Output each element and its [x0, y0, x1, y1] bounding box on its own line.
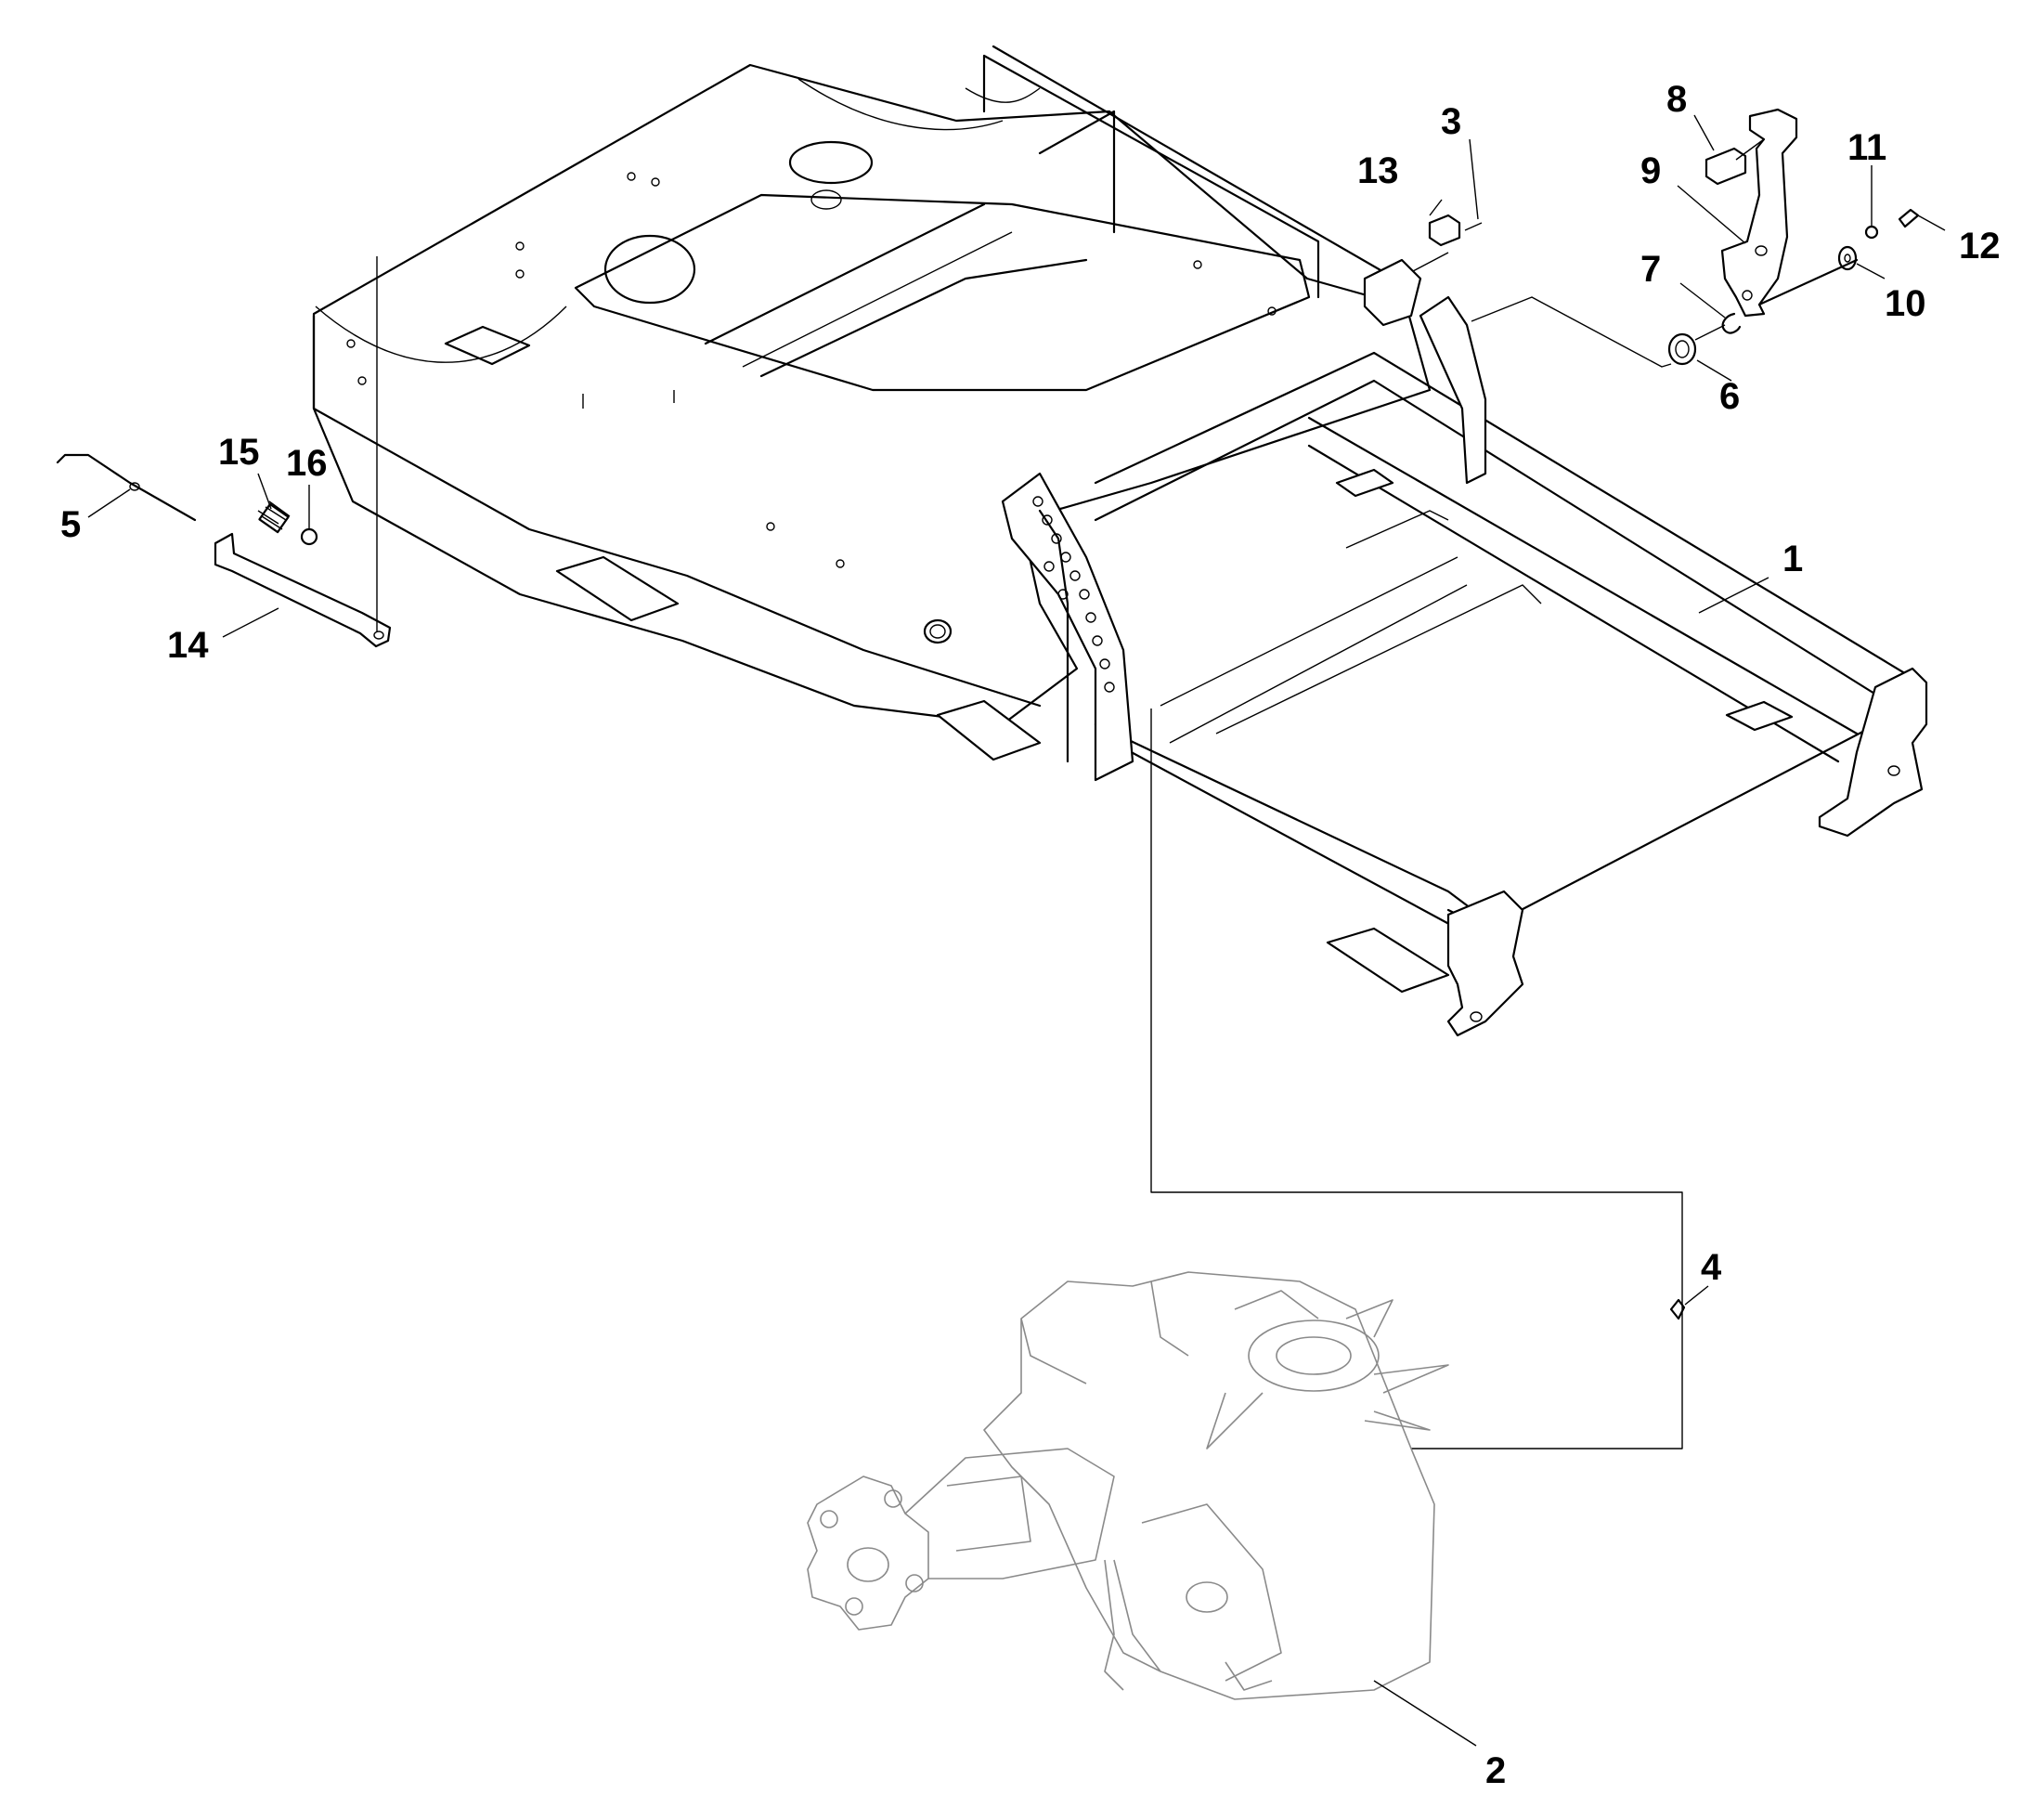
brake-pedal-arm	[1720, 108, 1798, 318]
callout-10-leader	[1856, 263, 1886, 280]
part-11	[1864, 225, 1879, 240]
callout-15-leader	[257, 473, 272, 510]
pad-leader	[1735, 138, 1765, 161]
pivot-axis	[1694, 324, 1726, 341]
callout-13-leader	[1429, 199, 1443, 216]
callout-16: 16	[286, 443, 328, 484]
chassis-frame	[312, 45, 1928, 1037]
pedal-pivot-line	[1757, 258, 1859, 306]
callout-13: 13	[1357, 150, 1399, 191]
callout-15: 15	[218, 432, 260, 473]
callout-4: 4	[1701, 1247, 1722, 1288]
callout-6: 6	[1719, 376, 1740, 417]
callout-14-leader	[222, 607, 279, 638]
pedal-pad	[1704, 147, 1747, 186]
callout-11: 11	[1847, 127, 1886, 168]
callout-14: 14	[167, 625, 209, 666]
pin-4	[1669, 1298, 1686, 1320]
callout-1-leader	[1698, 577, 1769, 614]
switch-13	[1428, 214, 1483, 247]
switch-leader	[1412, 252, 1449, 272]
callout-1: 1	[1782, 539, 1803, 579]
callout-10: 10	[1885, 283, 1926, 324]
bushing-6	[1667, 332, 1697, 366]
callout-2: 2	[1485, 1750, 1506, 1791]
pedal-shaft-line	[1471, 296, 1672, 368]
bolt-12	[1898, 208, 1920, 228]
callout-3: 3	[1441, 101, 1461, 142]
brake-rod	[56, 453, 197, 522]
callout-5: 5	[60, 504, 81, 545]
callout-5-leader	[87, 488, 131, 518]
transaxle-link-line	[1150, 708, 1683, 1450]
callout-4-leader	[1684, 1285, 1709, 1306]
callout-12: 12	[1959, 226, 2001, 266]
callout-12-leader	[1917, 214, 1946, 231]
brake-bracket	[214, 532, 392, 648]
callout-7-leader	[1679, 282, 1726, 318]
callout-2-leader	[1373, 1680, 1477, 1747]
washer-10	[1837, 245, 1858, 271]
hydrostatic-transaxle	[807, 1271, 1449, 1700]
extension-spring	[257, 500, 291, 534]
upright-holes	[1032, 496, 1115, 693]
callout-7: 7	[1640, 249, 1661, 290]
callout-8: 8	[1666, 79, 1687, 120]
clip-7	[1721, 312, 1742, 334]
callout-9-leader	[1677, 185, 1746, 244]
hex-nut	[300, 527, 318, 546]
callout-8-leader	[1693, 114, 1715, 151]
callout-3-leader	[1469, 138, 1479, 220]
callout-9: 9	[1640, 150, 1661, 191]
callout-6-leader	[1696, 359, 1732, 382]
